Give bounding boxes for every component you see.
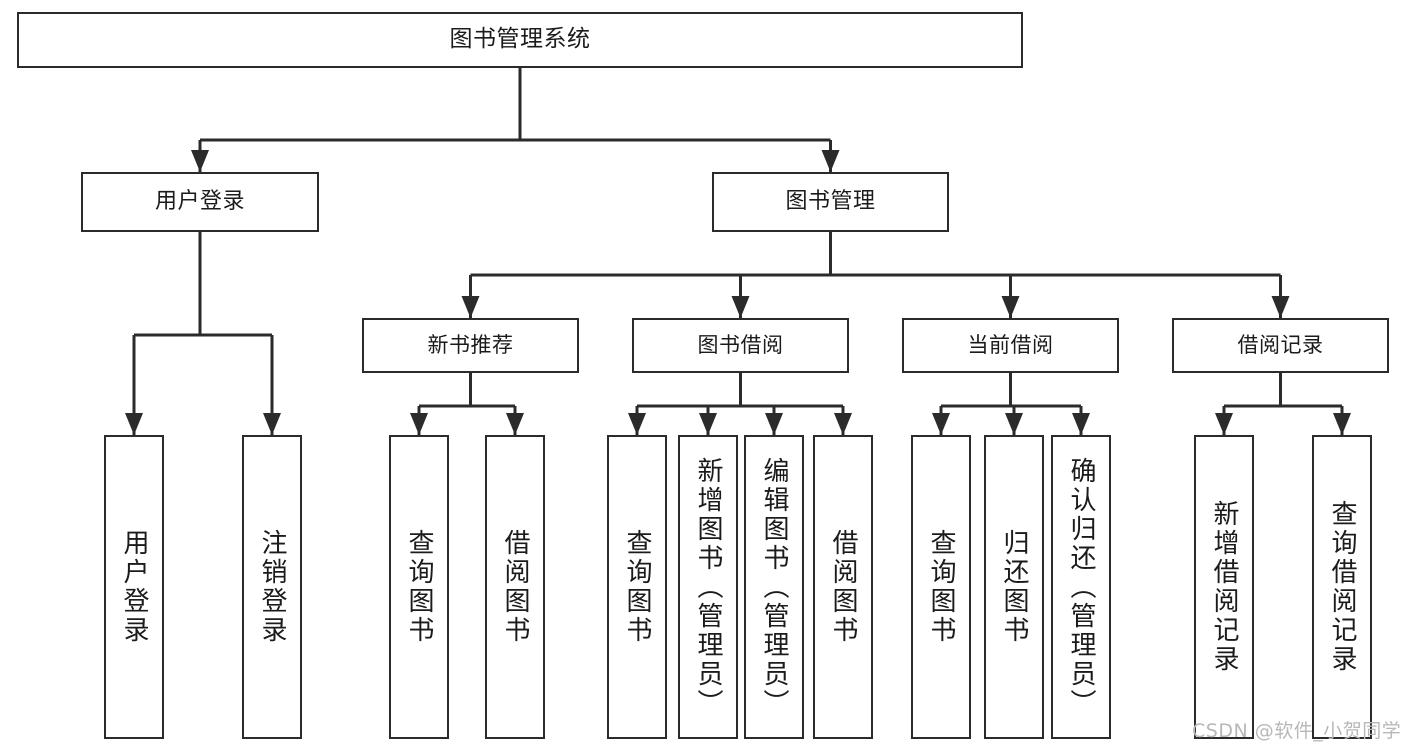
- node-leaf-6[interactable]: 新增图书（管理员）: [678, 435, 738, 739]
- node-root[interactable]: 图书管理系统: [17, 12, 1023, 68]
- node-leaf-5[interactable]: 查询图书: [607, 435, 667, 739]
- arrow-head-icon: [410, 413, 428, 435]
- arrow-head-icon: [765, 413, 783, 435]
- node-label: 编辑图书（管理员）: [759, 456, 789, 718]
- node-label: 图书借阅: [697, 333, 784, 358]
- node-label: 用户登录: [154, 189, 245, 215]
- node-label: 当前借阅: [967, 333, 1054, 358]
- node-l3-current[interactable]: 当前借阅: [902, 318, 1119, 373]
- arrow-head-icon: [1001, 296, 1020, 318]
- arrow-head-icon: [932, 413, 950, 435]
- node-label: 查询借阅记录: [1327, 500, 1357, 674]
- arrow-head-icon: [506, 413, 524, 435]
- arrow-head-icon: [628, 413, 646, 435]
- node-label: 新增图书（管理员）: [693, 456, 723, 718]
- node-l2-book[interactable]: 图书管理: [712, 172, 949, 232]
- node-leaf-8[interactable]: 借阅图书: [813, 435, 873, 739]
- arrow-head-icon: [1005, 413, 1023, 435]
- node-label: 借阅图书: [828, 529, 858, 645]
- node-label: 借阅图书: [500, 529, 530, 645]
- arrow-head-icon: [125, 413, 143, 435]
- node-label: 查询图书: [622, 529, 652, 645]
- node-label: 图书管理: [785, 189, 876, 215]
- node-l3-record[interactable]: 借阅记录: [1172, 318, 1389, 373]
- node-leaf-13[interactable]: 查询借阅记录: [1312, 435, 1372, 739]
- node-leaf-4[interactable]: 借阅图书: [485, 435, 545, 739]
- node-label: 用户登录: [119, 529, 149, 645]
- node-leaf-3[interactable]: 查询图书: [389, 435, 449, 739]
- node-leaf-9[interactable]: 查询图书: [911, 435, 971, 739]
- arrow-head-icon: [834, 413, 852, 435]
- arrow-head-icon: [263, 413, 281, 435]
- arrow-head-icon: [699, 413, 717, 435]
- node-label: 借阅记录: [1237, 333, 1324, 358]
- node-leaf-11[interactable]: 确认归还（管理员）: [1051, 435, 1111, 739]
- arrow-head-icon: [821, 150, 840, 172]
- arrow-head-icon: [1072, 413, 1090, 435]
- node-label: 新增借阅记录: [1209, 500, 1239, 674]
- node-l3-new[interactable]: 新书推荐: [362, 318, 579, 373]
- node-leaf-12[interactable]: 新增借阅记录: [1194, 435, 1254, 739]
- node-l2-login[interactable]: 用户登录: [81, 172, 319, 232]
- node-label: 查询图书: [926, 529, 956, 645]
- node-leaf-2[interactable]: 注销登录: [242, 435, 302, 739]
- node-label: 查询图书: [404, 529, 434, 645]
- node-leaf-7[interactable]: 编辑图书（管理员）: [744, 435, 804, 739]
- node-label: 归还图书: [999, 529, 1029, 645]
- arrow-head-icon: [1271, 296, 1290, 318]
- arrow-head-icon: [191, 150, 209, 172]
- node-label: 注销登录: [257, 529, 287, 645]
- arrow-head-icon: [461, 296, 480, 318]
- node-leaf-1[interactable]: 用户登录: [104, 435, 164, 739]
- node-label: 图书管理系统: [449, 26, 591, 53]
- arrow-head-icon: [1215, 413, 1233, 435]
- arrow-head-icon: [731, 296, 750, 318]
- node-leaf-10[interactable]: 归还图书: [984, 435, 1044, 739]
- node-l3-borrow[interactable]: 图书借阅: [632, 318, 849, 373]
- node-label: 新书推荐: [427, 333, 514, 358]
- node-label: 确认归还（管理员）: [1066, 456, 1096, 718]
- arrow-head-icon: [1333, 413, 1351, 435]
